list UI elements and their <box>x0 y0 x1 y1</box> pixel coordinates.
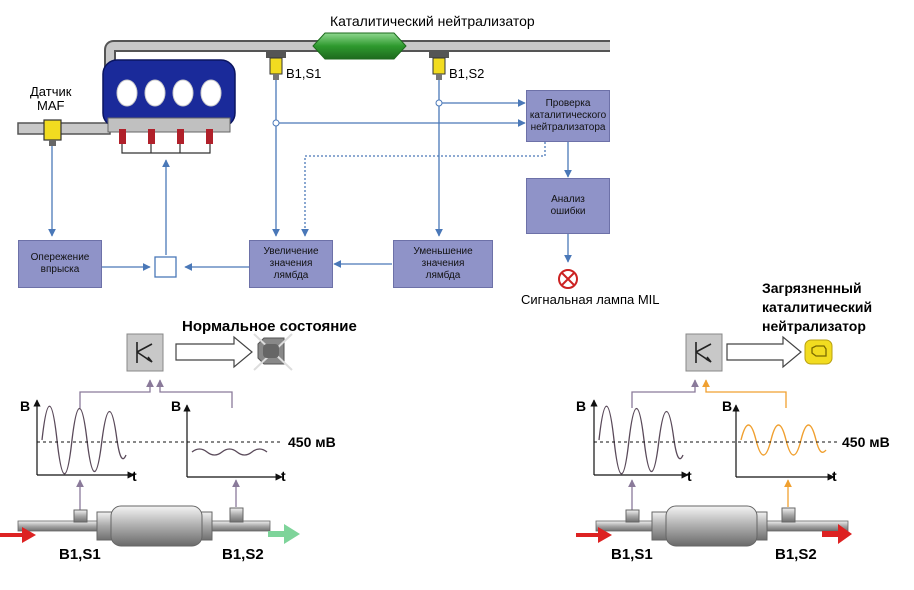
normal-state-title: Нормальное состояние <box>182 318 357 335</box>
left-outflow-arrow <box>268 524 300 544</box>
left-graph1-signal <box>41 405 127 475</box>
maf-sensor-label: Датчик MAF <box>30 84 72 113</box>
catalytic-converter <box>312 32 407 60</box>
intake-pipe <box>17 122 111 135</box>
left-ecu-icon <box>126 333 164 372</box>
dirty-catalyst-title: Загрязненный каталитический нейтрализато… <box>762 280 873 334</box>
mil-lamp-label: Сигнальная лампа MIL <box>521 292 660 307</box>
engine-block <box>102 59 236 133</box>
left-graph2-x-label: t <box>281 468 286 484</box>
right-graph2-y-label: В <box>722 398 733 414</box>
left-threshold-label: 450 мВ <box>288 434 336 450</box>
right-feedback-lines <box>628 379 792 510</box>
right-graph2-axes <box>732 404 835 481</box>
right-graph1-y-label: В <box>576 398 587 414</box>
right-graph1-x-label: t <box>687 468 692 484</box>
error-analysis-box: Анализ ошибки <box>526 178 610 234</box>
signal-lines <box>48 80 572 271</box>
left-mil-off-icon <box>253 333 293 371</box>
right-graph2-x-label: t <box>832 468 837 484</box>
injectors <box>119 129 213 154</box>
catalyst-check-box: Проверка каталитического нейтрализатора <box>526 90 610 142</box>
left-b1s2-label: B1,S2 <box>222 546 264 563</box>
right-ecu-icon <box>685 333 723 372</box>
b1s1-label-top: B1,S1 <box>286 66 322 81</box>
right-b1s2-label: B1,S2 <box>775 546 817 563</box>
lambda-sensor-b1s2 <box>429 52 449 80</box>
left-graph2-y-label: В <box>171 398 182 414</box>
right-threshold-label: 450 мВ <box>842 434 890 450</box>
left-graph1-y-label: В <box>20 398 31 414</box>
injection-advance-box: Опережение впрыска <box>18 240 102 288</box>
right-mil-on-icon <box>804 339 833 365</box>
right-graph1-axes <box>590 399 689 479</box>
left-graph1-axes <box>33 399 135 479</box>
lambda-sensor-b1s1 <box>266 52 286 80</box>
right-graph2-signal <box>740 424 827 456</box>
left-graph2-signal <box>191 448 268 456</box>
right-b1s1-label: B1,S1 <box>611 546 653 563</box>
exhaust-pipe <box>104 40 610 76</box>
right-converter <box>595 505 849 547</box>
mixer-node <box>154 256 177 278</box>
right-graph1-signal <box>598 405 684 475</box>
lambda-increase-box: Увеличение значения лямбда <box>249 240 333 288</box>
left-feedback-lines <box>76 379 240 510</box>
mil-lamp-icon <box>558 269 578 289</box>
right-result-arrow <box>726 335 802 369</box>
right-outflow-arrow <box>822 524 852 544</box>
right-inflow-arrow <box>576 527 612 543</box>
left-result-arrow <box>175 335 253 369</box>
junction-dots <box>272 99 443 127</box>
lambda-decrease-box: Уменьшение значения лямбда <box>393 240 493 288</box>
catalyst-title: Каталитический нейтрализатор <box>330 13 535 29</box>
left-graph2-axes <box>183 404 283 481</box>
left-b1s1-label: B1,S1 <box>59 546 101 563</box>
left-inflow-arrow <box>0 527 36 543</box>
left-converter <box>17 505 271 547</box>
maf-sensor <box>43 119 62 146</box>
left-graph1-x-label: t <box>132 468 137 484</box>
b1s2-label-top: B1,S2 <box>449 66 485 81</box>
